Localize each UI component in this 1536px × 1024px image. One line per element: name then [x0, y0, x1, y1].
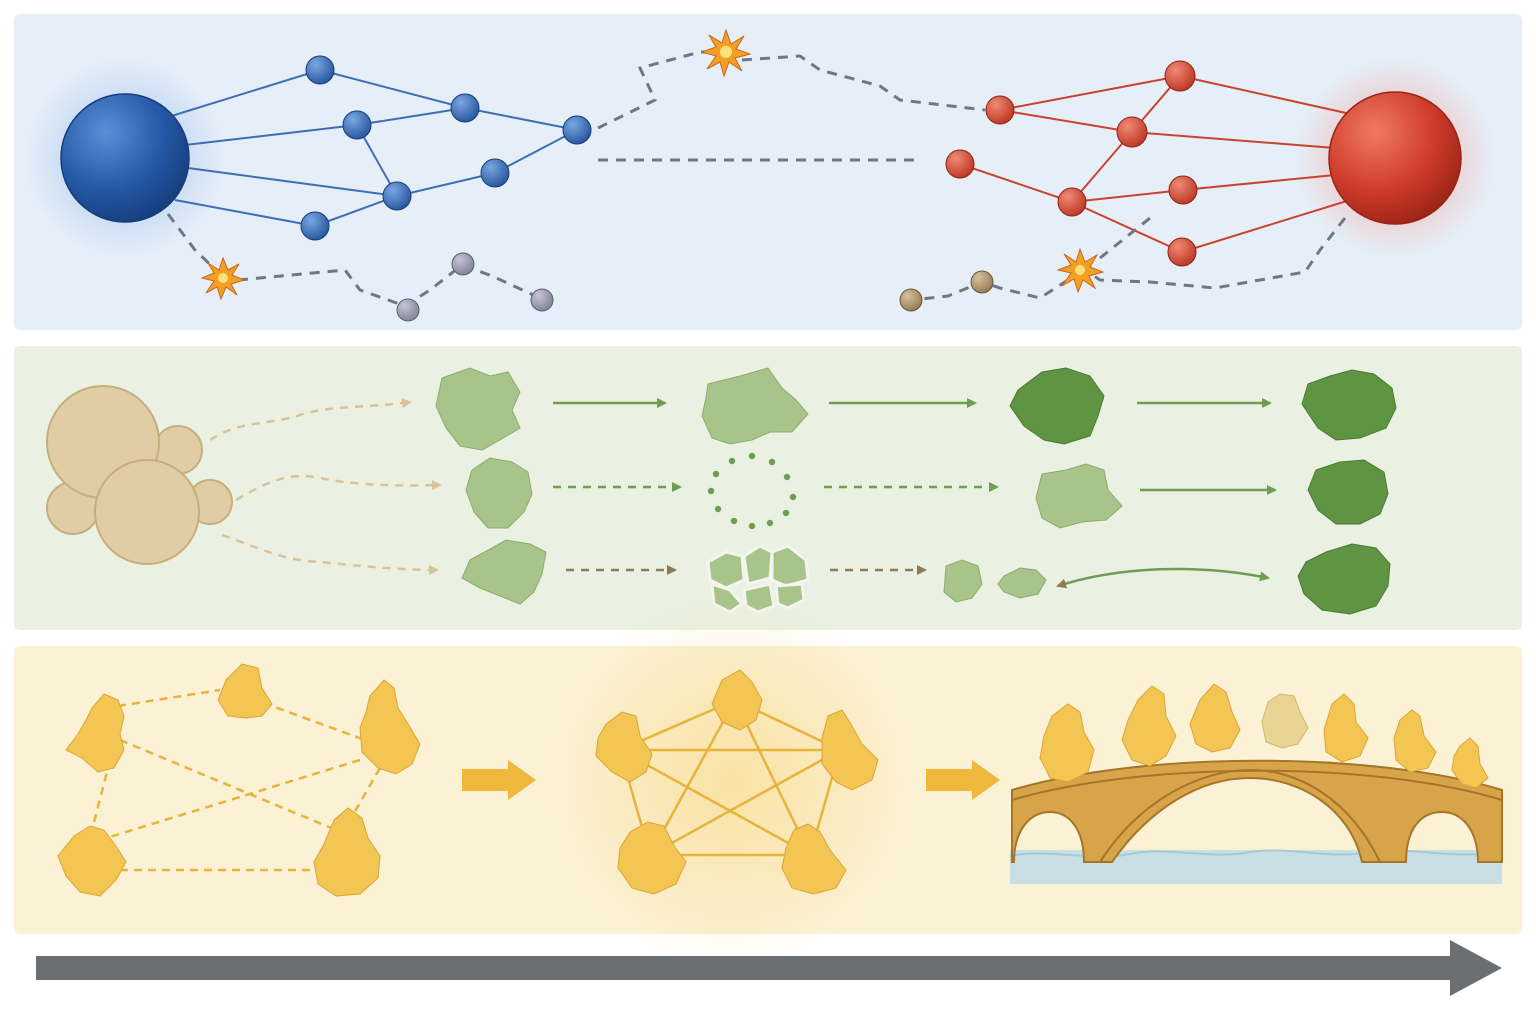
yellow-piece — [1189, 683, 1241, 753]
yellow-piece — [617, 821, 687, 895]
blue-node — [382, 181, 412, 211]
green-blob-dark — [1009, 367, 1105, 445]
grey-particles — [396, 252, 554, 322]
green-fragment — [997, 567, 1047, 599]
network-panel — [14, 14, 1522, 330]
green-blob-light — [465, 457, 533, 529]
shape-panel — [14, 346, 1522, 630]
yellow-piece — [595, 711, 653, 783]
grey-particle — [396, 298, 420, 322]
yellow-piece — [1039, 703, 1095, 783]
timeline-arrow-head — [1450, 940, 1502, 996]
stage-arrow-head — [972, 760, 1000, 800]
bridge-inner-arch — [1099, 768, 1381, 863]
green-blob-dark — [1301, 369, 1397, 441]
green-blob-light — [1035, 463, 1123, 529]
stage-arrow-head — [508, 760, 536, 800]
yellow-piece — [1451, 737, 1489, 789]
left-hub-node — [60, 93, 190, 223]
yellow-piece — [217, 663, 273, 719]
timeline-arrow — [36, 940, 1502, 996]
red-node — [945, 149, 975, 179]
red-node — [1057, 187, 1087, 217]
dissolved-dot-ring — [707, 452, 797, 530]
brown-particle — [970, 270, 994, 294]
red-node — [1167, 237, 1197, 267]
yellow-piece — [1121, 685, 1177, 767]
bridge-panel — [14, 597, 1522, 967]
red-node — [1168, 175, 1198, 205]
yellow-piece — [1393, 709, 1437, 773]
shape-panel-background — [14, 346, 1522, 630]
green-blob-light — [435, 367, 521, 451]
grey-particle — [530, 288, 554, 312]
blue-node — [300, 211, 330, 241]
green-fragment — [943, 559, 983, 603]
blue-nodes — [300, 55, 592, 241]
source-bubble-cluster — [46, 385, 233, 565]
red-node — [1116, 116, 1148, 148]
yellow-piece — [65, 693, 125, 773]
spark-icon — [700, 28, 752, 78]
spark-icon — [1056, 247, 1105, 294]
green-blob-dark — [1297, 543, 1391, 615]
yellow-piece — [359, 679, 421, 775]
blue-node — [342, 110, 372, 140]
network-panel-background — [14, 14, 1522, 330]
blue-node — [480, 158, 510, 188]
bidirectional-arrow — [1056, 567, 1270, 589]
red-nodes — [945, 60, 1198, 267]
green-blob-light — [461, 539, 547, 605]
brown-particles — [899, 270, 994, 312]
grey-particle — [451, 252, 475, 276]
blue-node — [562, 115, 592, 145]
red-node — [985, 95, 1015, 125]
yellow-piece — [781, 823, 847, 895]
spark-icon — [200, 256, 246, 301]
faded-yellow-piece — [1261, 693, 1309, 749]
red-node — [1164, 60, 1196, 92]
blue-node — [450, 93, 480, 123]
yellow-piece — [57, 825, 127, 897]
right-hub-node — [1328, 91, 1462, 225]
timeline-arrow-shaft — [36, 956, 1456, 980]
source-dashed-curves — [209, 398, 442, 575]
yellow-piece — [821, 709, 879, 791]
green-blob-light — [701, 367, 809, 445]
yellow-piece — [711, 669, 763, 731]
yellow-piece — [1323, 693, 1369, 763]
bridge — [1011, 759, 1503, 863]
yellow-piece — [313, 807, 381, 897]
blue-node — [305, 55, 335, 85]
green-blob-dark — [1307, 459, 1389, 525]
brown-particle — [899, 288, 923, 312]
